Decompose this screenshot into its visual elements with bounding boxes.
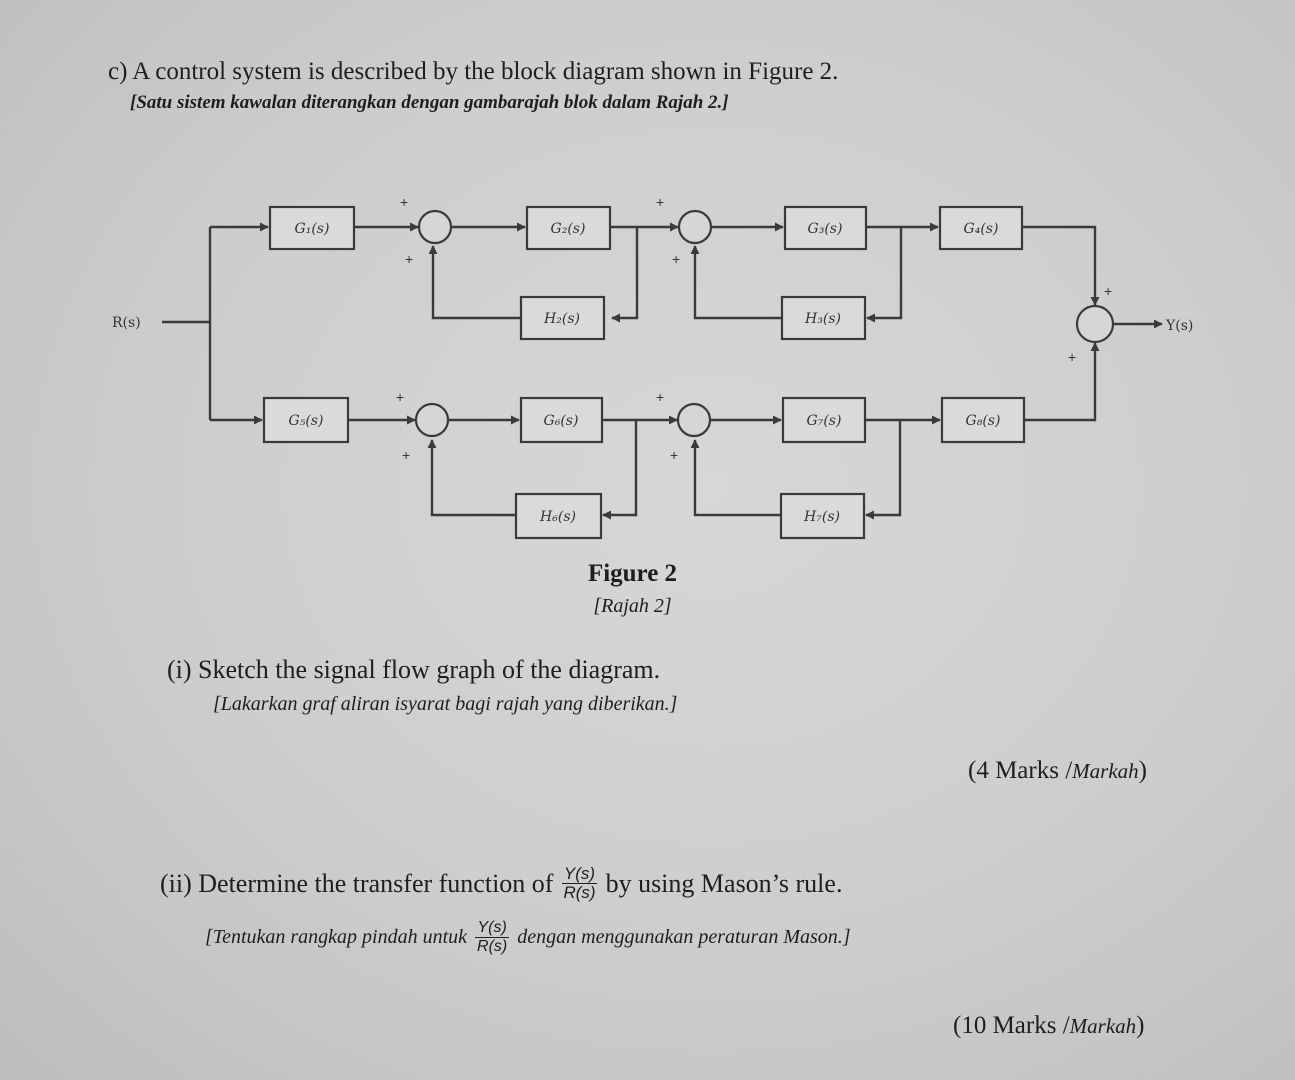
- plus-sign: +: [672, 251, 680, 267]
- figure-caption: Figure 2: [587, 560, 678, 587]
- plus-sign: +: [656, 389, 664, 405]
- fraction-numerator: Y(s): [561, 864, 598, 884]
- fraction-denominator: R(s): [563, 882, 596, 902]
- plus-sign: +: [400, 194, 408, 210]
- marks-text-malay: Markah: [1072, 759, 1139, 783]
- plus-sign: +: [670, 447, 678, 463]
- block-h6-label: H₆(s): [539, 509, 576, 525]
- block-h6: [514, 492, 603, 540]
- block-g7-label: G₇(s): [807, 413, 842, 429]
- plus-sign: +: [405, 251, 413, 267]
- question-title: c) A control system is described by the …: [108, 58, 839, 85]
- output-signal-label: Y(s): [1165, 318, 1193, 334]
- summing-junction: [417, 209, 453, 245]
- part-i-question: (i) Sketch the signal flow graph of the …: [167, 655, 661, 684]
- block-g7: [781, 396, 867, 444]
- transfer-function-fraction: Y(s) R(s): [561, 864, 598, 903]
- plus-sign: +: [1068, 349, 1076, 365]
- block-g5-label: G₅(s): [289, 413, 324, 429]
- figure-caption-malay: [Rajah 2]: [593, 595, 672, 617]
- part-i-question-malay: [Lakarkan graf aliran isyarat bagi rajah…: [213, 693, 678, 715]
- plus-sign: +: [396, 389, 404, 405]
- block-diagram: G₁(s) G₂(s) G₃(s) G₄(s) H₂(s) H₃(s) G₅(s…: [112, 194, 1193, 540]
- part-i-marks: (4 Marks /Markah): [968, 757, 1147, 785]
- block-g4-label: G₄(s): [964, 221, 999, 237]
- block-h2-label: H₂(s): [543, 311, 580, 327]
- block-g1-label: G₁(s): [295, 221, 330, 237]
- block-h3: [780, 295, 867, 341]
- summing-junction: [1075, 304, 1115, 344]
- block-g2: [525, 205, 612, 251]
- block-g8-label: G₈(s): [966, 413, 1001, 429]
- marks-close: ): [1136, 1012, 1145, 1039]
- block-h3-label: H₃(s): [804, 311, 841, 327]
- block-h2: [519, 295, 606, 341]
- block-h7: [779, 492, 866, 540]
- marks-text: (4 Marks /: [968, 757, 1073, 784]
- input-signal-label: R(s): [112, 315, 141, 331]
- summing-junction: [414, 402, 450, 438]
- block-g8: [940, 396, 1026, 444]
- block-g6: [519, 396, 604, 444]
- fraction-denominator: R(s): [477, 937, 508, 955]
- transfer-function-fraction-malay: Y(s) R(s): [475, 919, 509, 955]
- part-ii-marks: (10 Marks /Markah): [953, 1012, 1144, 1040]
- marks-close: ): [1138, 757, 1147, 784]
- block-g6-label: G₆(s): [544, 413, 579, 429]
- block-g3-label: G₃(s): [808, 221, 843, 237]
- part-ii-text-after: by using Mason’s rule.: [605, 868, 843, 898]
- block-g5: [262, 396, 350, 444]
- summing-junction: [676, 402, 712, 438]
- marks-text-malay: Markah: [1069, 1014, 1137, 1038]
- question-title-malay: [Satu sistem kawalan diterangkan dengan …: [130, 92, 729, 113]
- fraction-numerator: Y(s): [475, 919, 509, 938]
- part-ii-text-malay-after: dengan menggunakan peraturan Mason.]: [517, 926, 851, 949]
- block-h7-label: H₇(s): [803, 509, 840, 525]
- part-ii-question-malay: [Tentukan rangkap pindah untuk Y(s) R(s)…: [205, 919, 851, 955]
- marks-text: (10 Marks /: [953, 1012, 1070, 1039]
- part-ii-question: (ii) Determine the transfer function of …: [160, 865, 842, 903]
- summing-junction: [677, 209, 713, 245]
- block-g4: [938, 205, 1024, 251]
- block-g2-label: G₂(s): [551, 221, 586, 237]
- block-g1: [268, 205, 356, 251]
- part-ii-text-malay-before: [Tentukan rangkap pindah untuk: [205, 926, 468, 949]
- plus-sign: +: [402, 447, 410, 463]
- part-ii-text-before: (ii) Determine the transfer function of: [160, 868, 554, 898]
- plus-sign: +: [1104, 283, 1112, 299]
- block-g3: [783, 205, 868, 251]
- plus-sign: +: [656, 194, 664, 210]
